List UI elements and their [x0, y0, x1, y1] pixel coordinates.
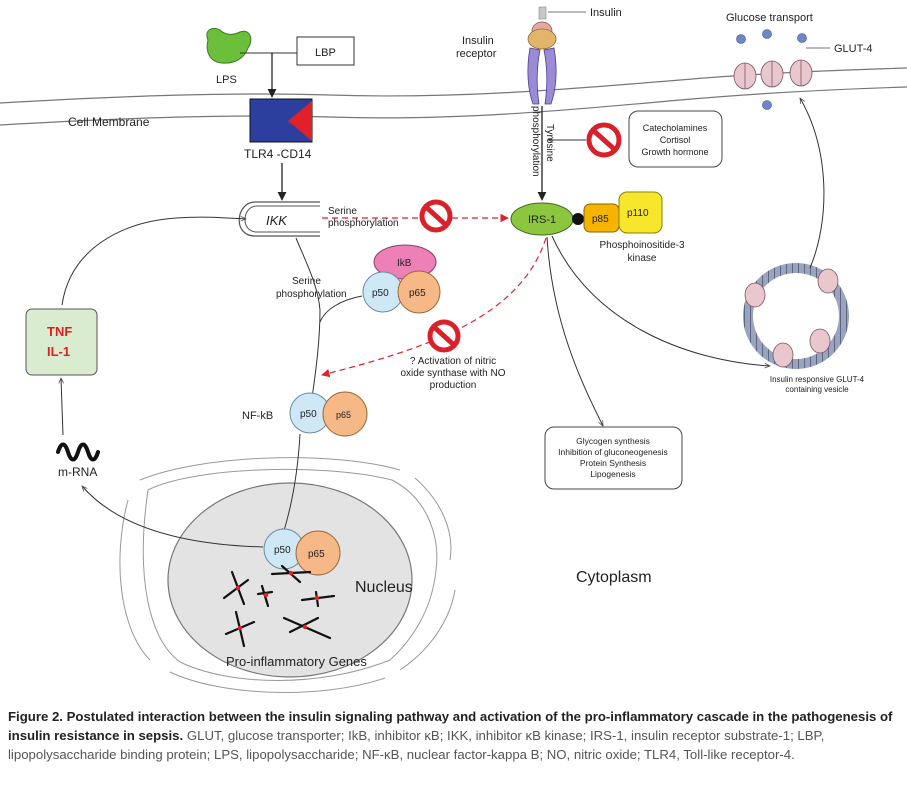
ikb-p65-node — [397, 270, 441, 314]
serine-top-label-1: Serine — [328, 206, 357, 217]
insulin-receptor-label-2: receptor — [456, 48, 497, 60]
irs1-to-nfkb-dashed-arrow — [321, 237, 547, 378]
irs1-to-metabolic-arrow — [546, 236, 604, 426]
nucleus-label: Nucleus — [355, 579, 413, 596]
glucose-transport-label: Glucose transport — [726, 12, 813, 24]
lbp-box — [296, 36, 355, 66]
nuc-p65-node — [295, 530, 341, 576]
caption-title: Figure 2. Postulated interaction between… — [8, 709, 893, 743]
nos-label-2: oxide synthase with NO — [400, 368, 505, 379]
metabolic-1: Glycogen synthesis — [576, 436, 650, 446]
p110-box — [618, 191, 663, 234]
cell-membrane-label: Cell Membrane — [68, 115, 150, 129]
centromeres — [235, 570, 320, 631]
ikb-p65-label: p65 — [409, 288, 426, 299]
lps-shape — [206, 27, 252, 64]
glut4-vesicle — [743, 263, 849, 369]
vesicle-label-1: Insulin responsive GLUT-4 — [770, 375, 865, 384]
mrna-squiggle — [56, 442, 100, 462]
tnf-label: TNF — [47, 324, 72, 339]
mrna-to-tnf-arrow — [61, 378, 63, 436]
nfkb-p65-label: p65 — [336, 410, 351, 420]
tnf-to-ikk-arrow — [61, 217, 246, 306]
pi3k-label-1: Phosphoinositide-3 — [599, 240, 684, 251]
metabolic-4: Lipogenesis — [590, 469, 635, 479]
metabolic-3: Protein Synthesis — [580, 458, 646, 468]
tnf-il1-box — [25, 308, 98, 376]
cd14-triangle — [288, 101, 312, 141]
nuc-p50-label: p50 — [274, 545, 291, 556]
tlr4-label: TLR4 -CD14 — [244, 147, 312, 161]
ikb-p50-label: p50 — [372, 288, 389, 299]
hormone-inhibit-icon — [586, 122, 622, 158]
p110-label: p110 — [627, 208, 649, 219]
hormone-2: Cortisol — [660, 135, 691, 145]
glucose-molecules — [736, 29, 807, 110]
cell-membrane — [0, 67, 907, 126]
mrna-label: m-RNA — [58, 465, 97, 479]
nfkb-p50-label: p50 — [300, 409, 317, 420]
glut4-label: GLUT-4 — [834, 43, 873, 55]
insulin-receptor — [527, 6, 557, 105]
pi3k-label-2: kinase — [628, 253, 657, 264]
nuc-p65-label: p65 — [308, 549, 325, 560]
insulin-label: Insulin — [590, 7, 622, 19]
glut4-transporters — [733, 59, 813, 90]
ikk-to-nfkb-arrow — [295, 237, 321, 398]
figure-caption: Figure 2. Postulated interaction between… — [8, 707, 898, 764]
genes-label: Pro-inflammatory Genes — [226, 654, 367, 669]
pathway-diagram: Cell Membrane LPS LBP TLR4 -CD14 Insulin… — [0, 6, 907, 693]
serine-top-label-2: phosphorylation — [328, 218, 399, 229]
hormone-1: Catecholamines — [643, 123, 708, 133]
tyrosine-label-2: phosphorylation — [530, 106, 541, 177]
serine-mid-label-2: phosphorylation — [276, 289, 347, 300]
irs1-label: IRS-1 — [528, 214, 556, 226]
metabolic-2: Inhibition of gluconeogenesis — [558, 447, 668, 457]
cytoplasm-label: Cytoplasm — [576, 569, 652, 586]
lbp-label: LBP — [315, 47, 336, 59]
nfkb-label: NF-kB — [242, 410, 273, 422]
nfkb-to-nucleus-arrow — [283, 433, 301, 534]
hormones-box — [628, 110, 723, 168]
vesicle-to-membrane-arrow — [800, 98, 825, 269]
lps-label: LPS — [216, 74, 237, 86]
serine-mid-label-1: Serine — [292, 276, 321, 287]
nos-inhibit-icon — [427, 319, 461, 353]
nos-label-1: ? Activation of nitric — [410, 356, 496, 367]
nos-label-3: production — [430, 380, 477, 391]
irs1-phospho-dot — [572, 213, 584, 225]
hormone-3: Growth hormone — [641, 147, 708, 157]
ikb-label: IkB — [397, 258, 412, 269]
nfkb-p65-node — [322, 391, 368, 437]
caption-body: GLUT, glucose transporter; IkB, inhibito… — [8, 728, 825, 762]
ikk-label: IKK — [266, 213, 288, 228]
serine-inhibit-icon — [419, 199, 453, 233]
vesicle-label-2: containing vesicle — [785, 385, 849, 394]
p85-label: p85 — [592, 214, 609, 225]
nucleus-to-mrna-arrow — [82, 486, 264, 548]
insulin-receptor-label-1: Insulin — [462, 35, 494, 47]
nuclear-envelope — [119, 457, 456, 693]
metabolic-box — [544, 426, 683, 490]
tyrosine-label-1: Tyrosine — [544, 124, 555, 162]
irs1-to-vesicle-arrow — [551, 235, 770, 366]
il1-label: IL-1 — [47, 344, 70, 359]
ikb-to-nfkb-connector — [319, 295, 363, 323]
nucleus — [167, 482, 413, 678]
